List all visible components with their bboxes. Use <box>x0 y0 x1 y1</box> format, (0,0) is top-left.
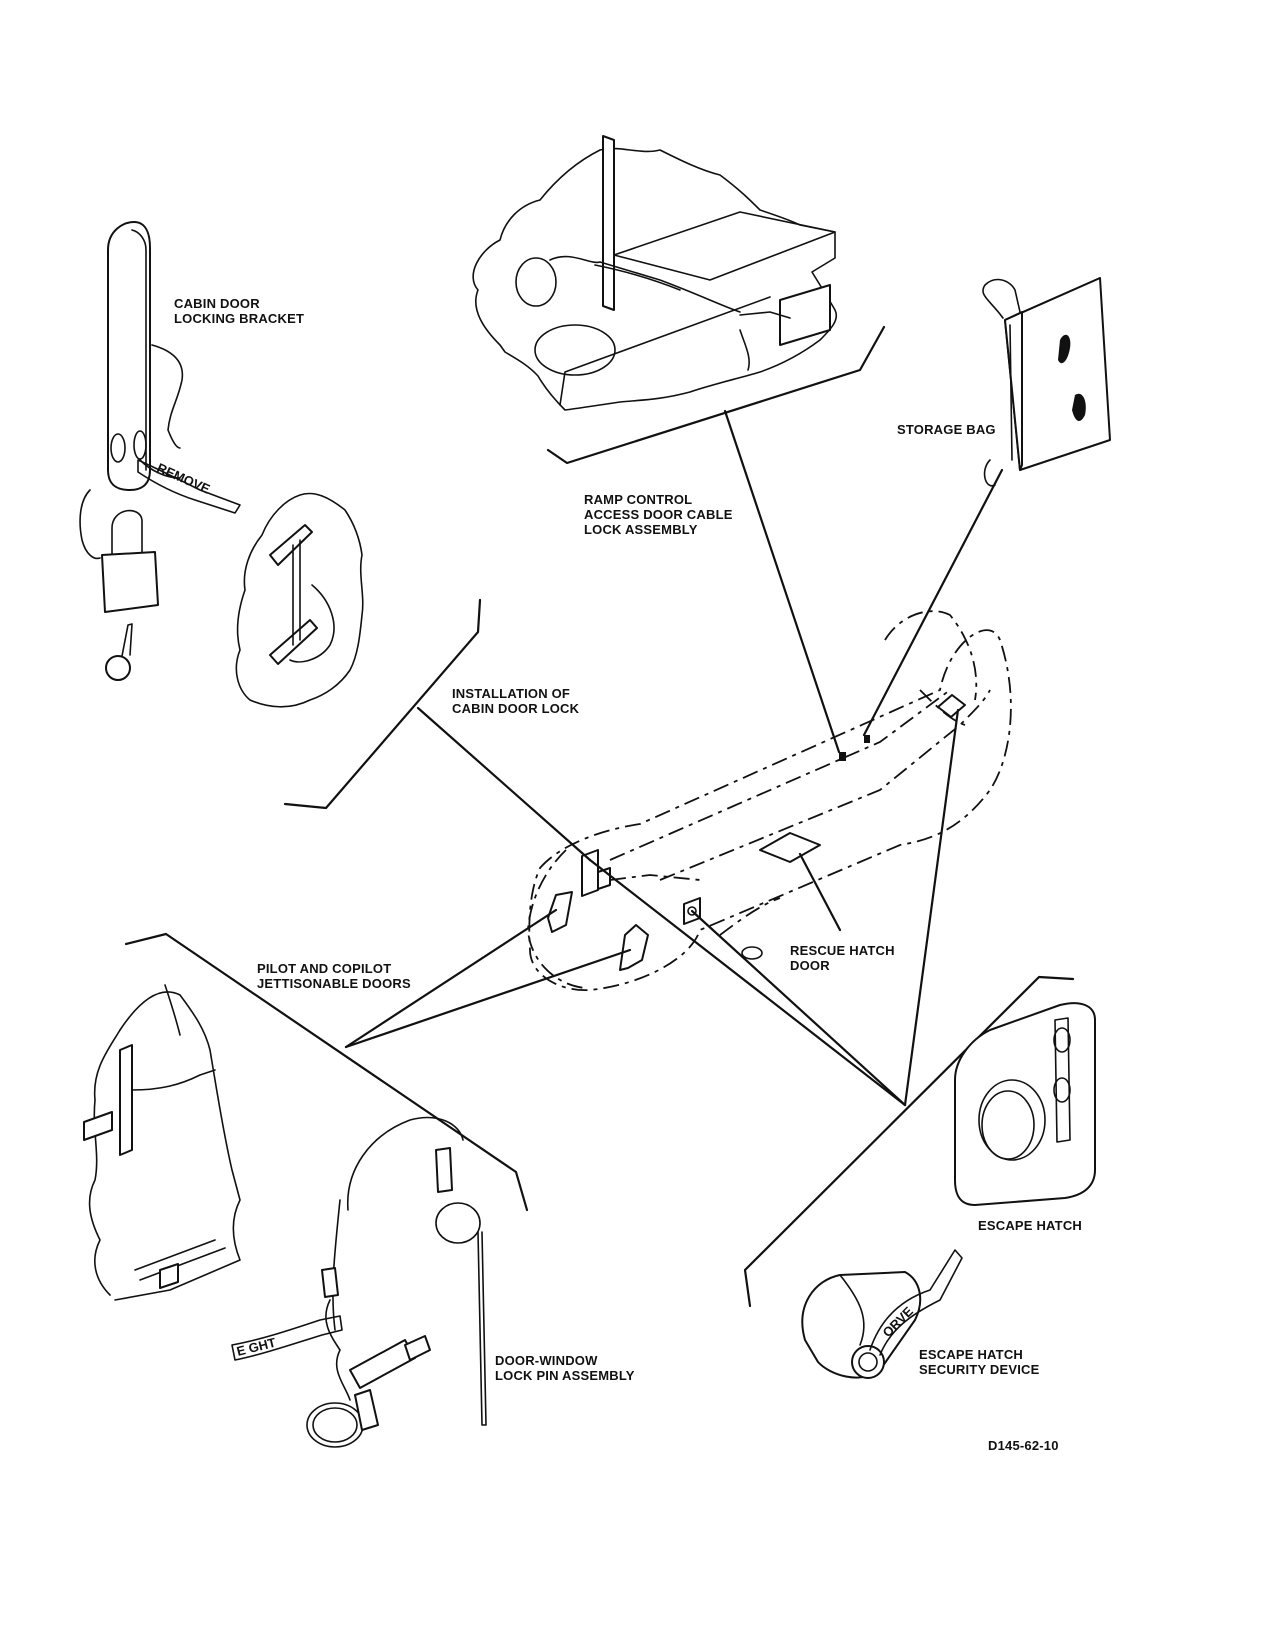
cabin-door-lock-install <box>235 492 364 708</box>
leader-lines <box>344 409 1004 1107</box>
storage-bag <box>982 277 1111 487</box>
label-line: ESCAPE HATCH <box>978 1218 1083 1233</box>
cabin-door-locking-bracket: REMOVE <box>79 221 241 681</box>
label-line: CABIN DOOR LOCK <box>452 701 580 716</box>
rescue-hatch-square <box>759 832 821 863</box>
label-cabin-door-locking-bracket: CABIN DOOR LOCKING BRACKET <box>174 296 304 326</box>
label-rescue-hatch-door: RESCUE HATCH DOOR <box>790 943 895 973</box>
copilot-door-shape <box>619 924 649 971</box>
label-line: RESCUE HATCH <box>790 943 895 958</box>
label-ramp-control: RAMP CONTROL ACCESS DOOR CABLE LOCK ASSE… <box>584 492 733 537</box>
label-line: LOCKING BRACKET <box>174 311 305 326</box>
label-escape-hatch-security-device: ESCAPE HATCH SECURITY DEVICE <box>919 1347 1040 1377</box>
label-line: CABIN DOOR <box>174 296 260 311</box>
label-storage-bag: STORAGE BAG <box>897 422 996 437</box>
label-line: SECURITY DEVICE <box>919 1362 1040 1377</box>
helicopter-outline <box>527 610 1012 991</box>
label-line: STORAGE BAG <box>897 422 996 437</box>
label-door-window-lock-pin: DOOR-WINDOW LOCK PIN ASSEMBLY <box>495 1353 635 1383</box>
label-install-cabin-door-lock: INSTALLATION OF CABIN DOOR LOCK <box>452 686 579 716</box>
label-line: DOOR-WINDOW <box>495 1353 598 1368</box>
escape-hatch-security-device: ORVE <box>801 1249 963 1379</box>
pilot-door-shape <box>547 891 573 933</box>
escape-hatch <box>954 1002 1096 1206</box>
pilot-door-detail <box>83 984 241 1301</box>
label-line: LOCK PIN ASSEMBLY <box>495 1368 635 1383</box>
tape-remove-text: REMOVE <box>155 460 213 497</box>
cabin-door-marker <box>581 849 599 897</box>
escape-hatch-small-square <box>937 694 966 718</box>
label-line: ACCESS DOOR CABLE <box>584 507 733 522</box>
label-line: DOOR <box>790 958 830 973</box>
label-line: INSTALLATION OF <box>452 686 571 701</box>
callout-frames <box>124 325 1075 1308</box>
label-escape-hatch: ESCAPE HATCH <box>978 1218 1082 1233</box>
door-window-lock-pin: E GHT <box>231 1116 487 1448</box>
label-line: PILOT AND COPILOT <box>257 961 392 976</box>
label-line: ESCAPE HATCH <box>919 1347 1024 1362</box>
label-line: JETTISONABLE DOORS <box>257 976 411 991</box>
ramp-control-detail <box>472 135 838 411</box>
label-pilot-copilot-doors: PILOT AND COPILOT JETTISONABLE DOORS <box>257 961 411 991</box>
label-line: RAMP CONTROL <box>584 492 693 507</box>
figure-id: D145-62-10 <box>988 1438 1059 1453</box>
label-line: LOCK ASSEMBLY <box>584 522 698 537</box>
